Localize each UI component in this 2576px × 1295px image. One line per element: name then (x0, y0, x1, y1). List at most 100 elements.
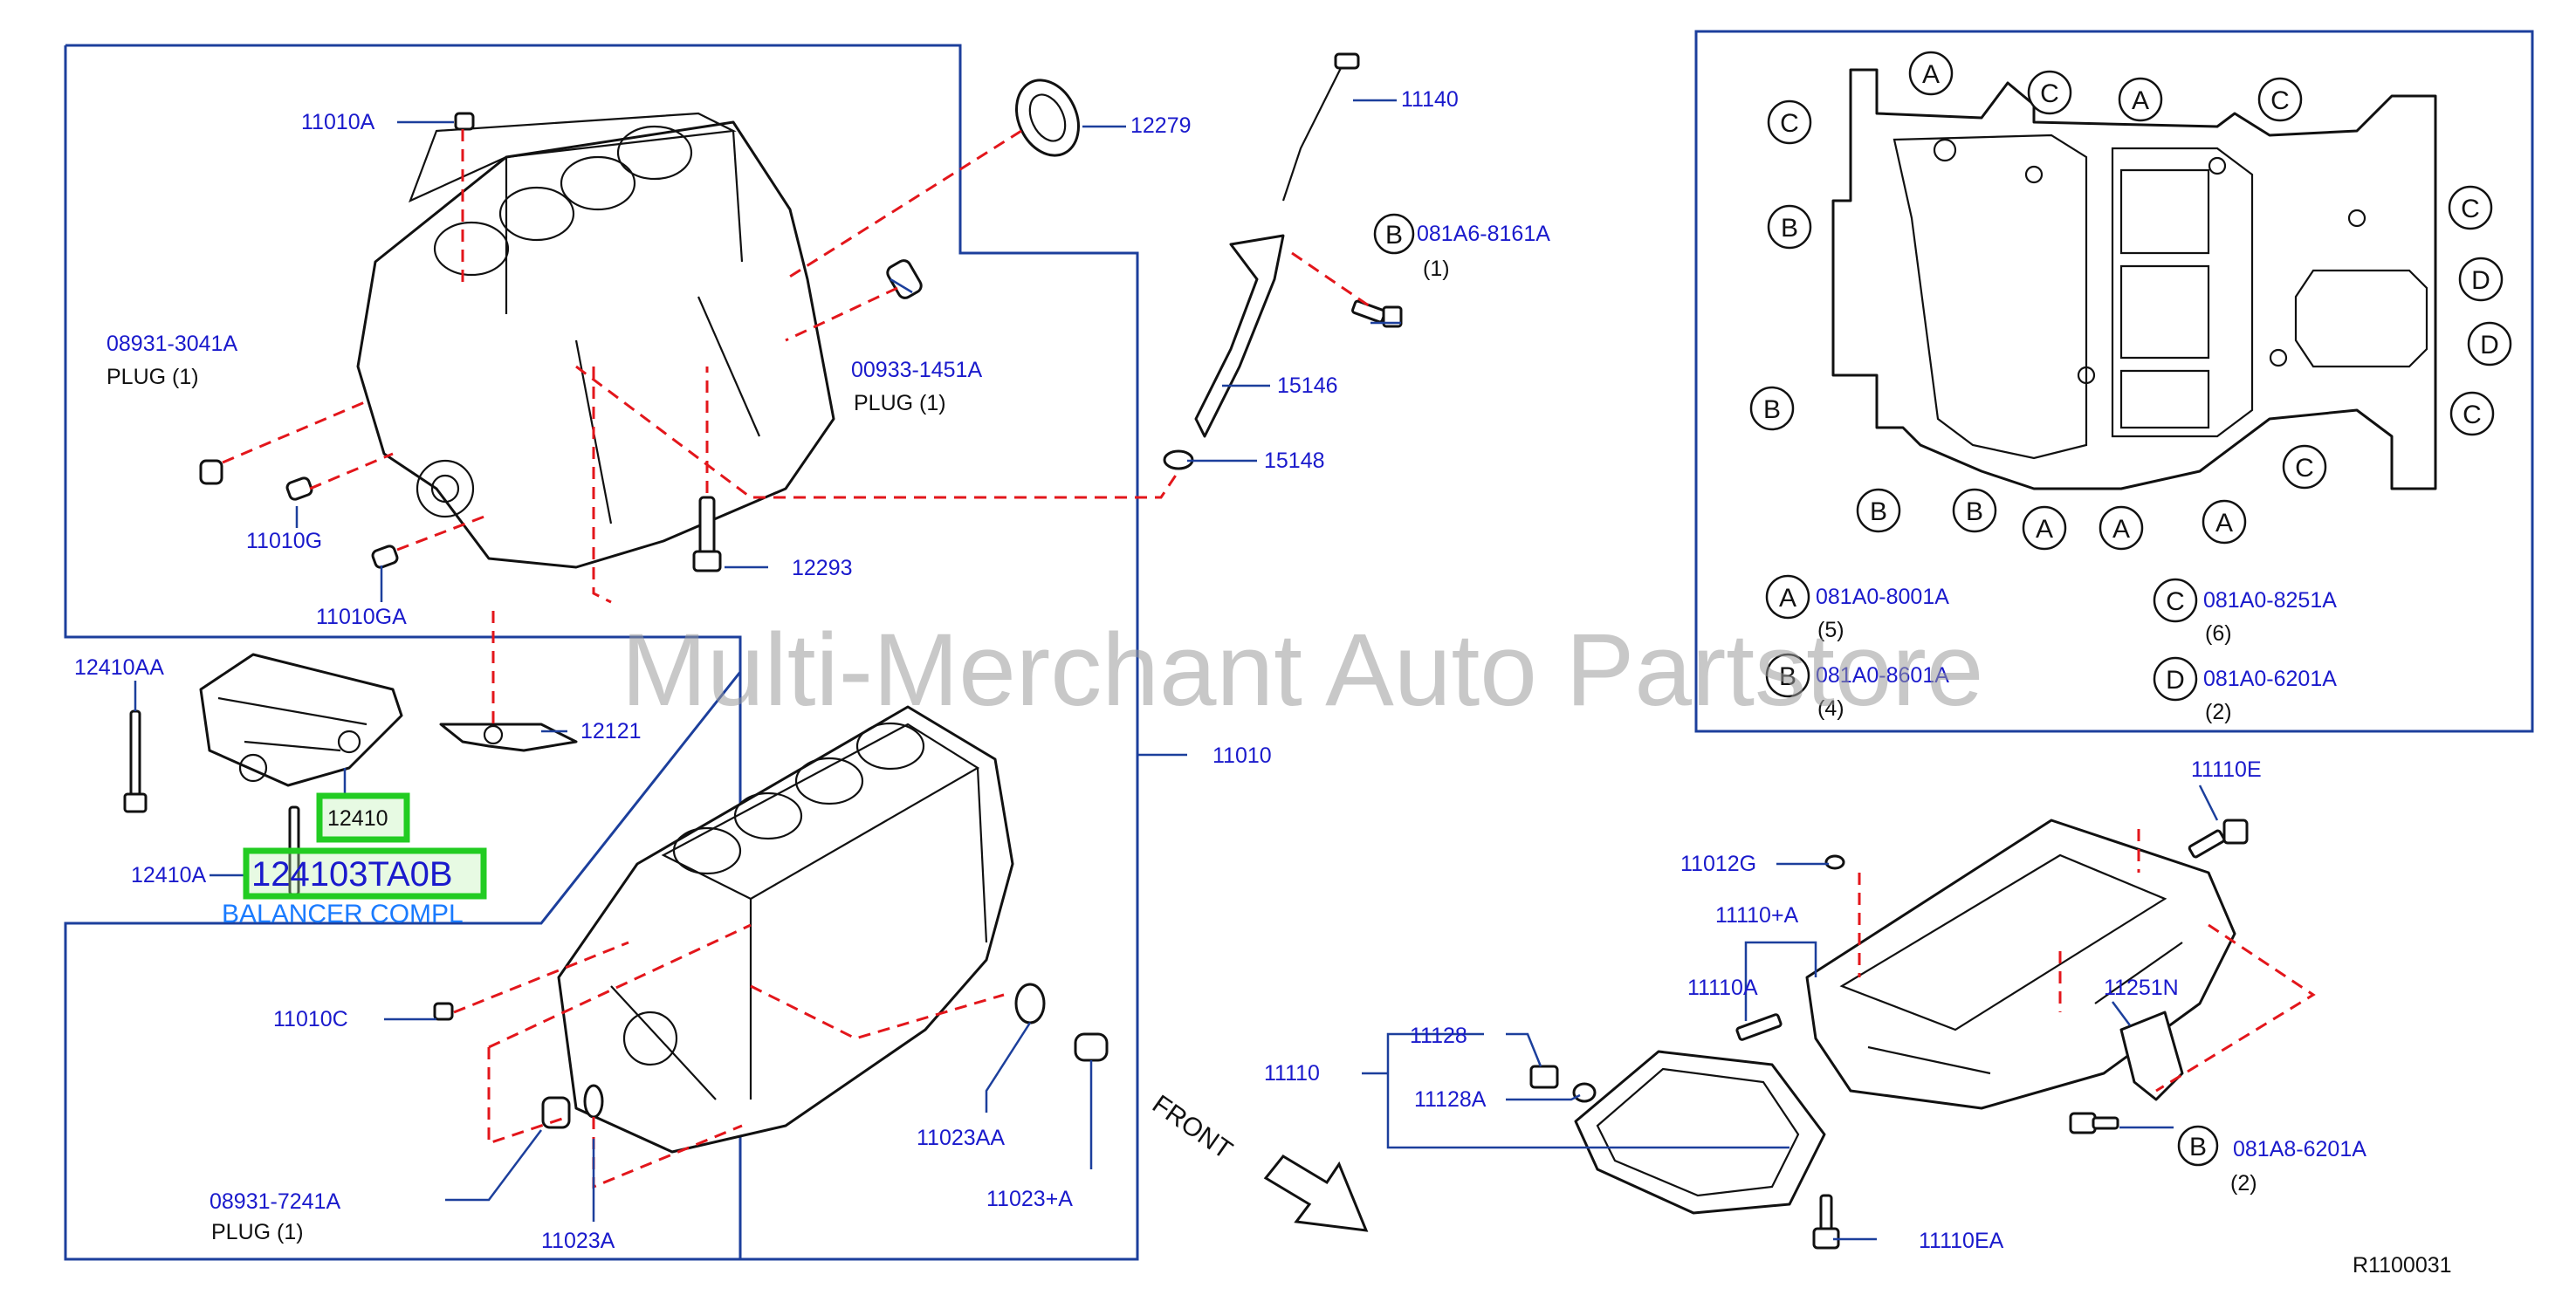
legend-part-D: 081A0-6201A (2203, 667, 2337, 691)
svg-text:C: C (2166, 587, 2185, 616)
diagram-code: R1100031 (2353, 1253, 2452, 1278)
marker-top-3: C (2270, 86, 2290, 115)
lower-block-frame (64, 637, 1137, 1261)
oil-pan-lower-11110[interactable] (1574, 1050, 1826, 1215)
marker-bottom-2: A (2036, 515, 2053, 544)
label-11023A: 11023A (541, 1229, 615, 1253)
bracket-12121[interactable] (439, 723, 578, 752)
bolt-11110EA[interactable] (1812, 1194, 1840, 1250)
marker-left-2: B (1763, 395, 1781, 424)
svg-text:B: B (2189, 1133, 2207, 1161)
label-11010: 11010 (1212, 743, 1272, 768)
qty-081A6-8161A: (1) (1423, 257, 1450, 281)
leader-lines (134, 99, 2219, 1241)
label-11140: 11140 (1401, 87, 1459, 112)
bolt-12293[interactable] (692, 496, 722, 572)
bolt-11110A[interactable] (1735, 1013, 1783, 1041)
label-11251N: 11251N (2104, 976, 2179, 1000)
qty-081A8-6201A: (2) (2230, 1171, 2257, 1196)
label-11010A: 11010A (301, 110, 375, 134)
marker-left-1: B (1781, 214, 1798, 243)
legend-part-C: 081A0-8251A (2203, 588, 2337, 613)
marker-right-2: D (2480, 331, 2499, 360)
dowel-11010G[interactable] (285, 476, 313, 501)
marker-right-1: D (2471, 266, 2490, 295)
bolt-12410AA[interactable] (123, 709, 148, 813)
part-label-12410-highlight: 12410 (327, 806, 388, 831)
part-name-balancer: BALANCER COMPL (222, 900, 464, 928)
cap-11012G[interactable] (1824, 854, 1845, 870)
plug-text-3: PLUG (1) (211, 1220, 304, 1244)
label-15148: 15148 (1264, 449, 1325, 473)
bolt-legend: A 081A0-8001A (5) B 081A0-8601A (4) C 08… (1765, 574, 2337, 724)
watermark-text: Multi-Merchant Auto Partstore (622, 613, 1984, 728)
label-08931-7241A: 08931-7241A (210, 1189, 340, 1214)
legend-item-C: C 081A0-8251A (6) (2153, 578, 2337, 646)
marker-top-1: C (2040, 79, 2059, 108)
marker-right-0: C (2461, 195, 2480, 223)
highlight-124103TA0B[interactable]: 124103TA0B (243, 847, 487, 900)
bracket-11251N[interactable] (2119, 1011, 2184, 1101)
label-15146: 15146 (1277, 373, 1338, 398)
label-11110: 11110 (1264, 1061, 1320, 1086)
legend-item-B: B 081A0-8601A (4) (1765, 653, 1949, 721)
label-11010G: 11010G (246, 529, 322, 553)
label-11012G: 11012G (1680, 852, 1756, 876)
label-11110plusA: 11110+A (1715, 903, 1799, 928)
label-11110A: 11110A (1687, 976, 1758, 1000)
plug-11010C[interactable] (433, 1002, 454, 1021)
plug-11010A[interactable] (454, 112, 475, 131)
front-direction: FRONT (1147, 1090, 1369, 1232)
label-11128: 11128 (1410, 1024, 1467, 1048)
plug-text-1: PLUG (1) (106, 365, 199, 389)
oil-level-gauge-11140[interactable] (1281, 52, 1360, 202)
marker-bottom-3: A (2112, 515, 2130, 544)
label-11010GA: 11010GA (316, 605, 407, 629)
label-08931-3041A: 08931-3041A (106, 332, 237, 356)
svg-text:A: A (1779, 584, 1796, 613)
cylinder-block-lower[interactable] (557, 705, 1014, 1154)
marker-right-3: C (2463, 401, 2482, 429)
label-12293: 12293 (792, 556, 853, 580)
drain-plug-11128[interactable] (1529, 1065, 1559, 1089)
inset-frame (1694, 30, 2534, 733)
inset-oil-pan-outline (1831, 68, 2437, 490)
label-11010C: 11010C (273, 1007, 348, 1031)
oil-seal-12279[interactable] (1005, 70, 1090, 165)
highlight-12410[interactable]: 12410 (316, 792, 410, 843)
washer-11128A[interactable] (1572, 1082, 1597, 1103)
marker-left-0: C (1780, 109, 1799, 138)
dowel-11010GA[interactable] (371, 545, 399, 569)
bolt-081A6-8161A[interactable] (1351, 299, 1403, 328)
label-12279: 12279 (1130, 113, 1192, 138)
label-12410A: 12410A (131, 863, 207, 887)
front-arrow-icon (1263, 1155, 1369, 1232)
seal-11023AA[interactable] (1014, 983, 1046, 1024)
cylinder-block-upper[interactable] (356, 112, 835, 569)
label-081A8-6201A: 081A8-6201A (2233, 1137, 2366, 1161)
gauge-guide-15146[interactable] (1194, 234, 1285, 438)
legend-item-D: D 081A0-6201A (2) (2153, 656, 2337, 724)
marker-bottom-4: A (2215, 509, 2233, 538)
marker-top-left: A (1922, 60, 1940, 89)
marker-bottom-1: B (1966, 497, 1983, 526)
legend-qty-A: (5) (1817, 618, 1844, 642)
bolt-11110E[interactable] (2188, 819, 2249, 859)
balancer-shaft-12410[interactable] (199, 653, 403, 787)
label-12410AA: 12410AA (74, 655, 164, 680)
plug-11023plusA[interactable] (1074, 1032, 1109, 1062)
svg-text:B: B (1779, 662, 1796, 691)
label-11023plusA: 11023+A (986, 1187, 1073, 1211)
full-part-number: 124103TA0B (251, 855, 453, 894)
legend-part-B: 081A0-8601A (1816, 663, 1949, 688)
plug-08931-7241A[interactable] (541, 1096, 571, 1129)
bolt-081A8-6201A[interactable] (2069, 1112, 2119, 1134)
legend-item-A: A 081A0-8001A (5) (1765, 574, 1949, 642)
legend-qty-D: (2) (2205, 700, 2232, 724)
legend-part-A: 081A0-8001A (1816, 585, 1949, 609)
ring-11023A[interactable] (583, 1084, 604, 1119)
plug-08931-3041A[interactable] (199, 459, 223, 485)
marker-top-2: A (2132, 86, 2149, 115)
label-11110E: 11110E (2191, 757, 2262, 782)
svg-text:D: D (2166, 666, 2185, 695)
